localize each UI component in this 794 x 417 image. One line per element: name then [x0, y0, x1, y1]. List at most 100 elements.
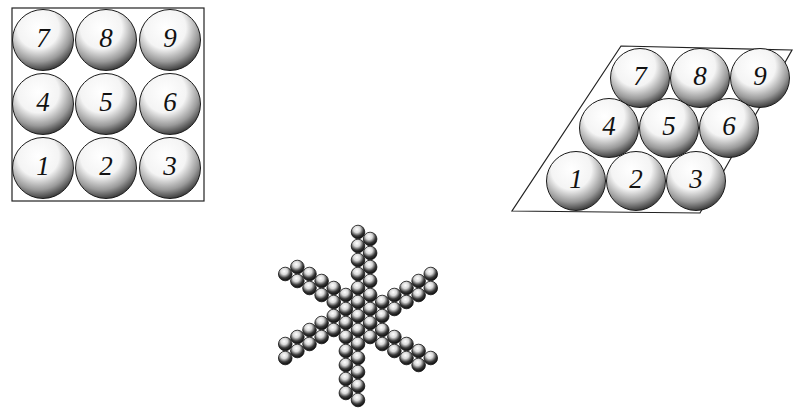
numbered-ball: 5 [639, 98, 699, 158]
small-ball [327, 309, 341, 323]
ball-number: 4 [36, 89, 50, 116]
small-ball [303, 281, 317, 295]
small-ball [351, 393, 365, 407]
small-ball [363, 302, 377, 316]
small-ball [400, 351, 414, 365]
ball-number: 6 [722, 113, 736, 140]
small-ball [315, 288, 329, 302]
small-ball [303, 337, 317, 351]
small-ball [339, 316, 353, 330]
small-ball [351, 281, 365, 295]
numbered-ball: 9 [139, 9, 201, 71]
small-ball [303, 323, 317, 337]
small-ball [291, 260, 305, 274]
small-ball [327, 295, 341, 309]
numbered-ball: 2 [606, 151, 666, 211]
small-ball [375, 295, 389, 309]
numbered-ball: 3 [666, 151, 726, 211]
numbered-ball: 2 [75, 137, 137, 199]
small-ball [351, 253, 365, 267]
small-ball [315, 274, 329, 288]
ball-number: 1 [36, 153, 50, 180]
small-ball [291, 330, 305, 344]
small-ball [363, 274, 377, 288]
small-ball [400, 281, 414, 295]
ball-number: 4 [602, 113, 616, 140]
ball-number: 2 [99, 153, 113, 180]
small-ball [375, 309, 389, 323]
ball-number: 1 [569, 166, 583, 193]
numbered-ball: 7 [12, 9, 74, 71]
small-ball [351, 239, 365, 253]
small-ball [388, 330, 402, 344]
ball-number: 7 [633, 63, 647, 90]
small-ball [424, 351, 438, 365]
small-ball [291, 274, 305, 288]
small-ball [375, 323, 389, 337]
numbered-ball: 1 [12, 137, 74, 199]
ball-number: 5 [99, 89, 113, 116]
ball-number: 2 [629, 166, 643, 193]
numbered-ball: 6 [699, 98, 759, 158]
small-ball [278, 267, 292, 281]
small-ball [339, 330, 353, 344]
small-ball [388, 344, 402, 358]
numbered-ball: 8 [75, 9, 137, 71]
small-ball [278, 337, 292, 351]
small-ball [412, 358, 426, 372]
small-ball [412, 274, 426, 288]
small-ball [412, 344, 426, 358]
small-ball [339, 344, 353, 358]
small-ball [315, 330, 329, 344]
rhombus-frame [512, 46, 792, 213]
small-ball [351, 337, 365, 351]
small-ball [400, 337, 414, 351]
numbered-ball: 4 [579, 98, 639, 158]
square-frame [12, 8, 204, 201]
small-ball [375, 337, 389, 351]
small-ball [339, 372, 353, 386]
small-ball [351, 267, 365, 281]
small-ball [351, 379, 365, 393]
numbered-ball: 6 [139, 73, 201, 135]
small-ball [412, 288, 426, 302]
small-ball [400, 295, 414, 309]
small-ball [363, 288, 377, 302]
ball-number: 3 [163, 153, 177, 180]
numbered-ball: 5 [75, 73, 137, 135]
ball-number: 7 [36, 25, 50, 52]
small-ball [363, 246, 377, 260]
small-ball [351, 365, 365, 379]
small-ball [388, 288, 402, 302]
small-ball [327, 323, 341, 337]
small-ball [291, 344, 305, 358]
ball-number: 9 [163, 25, 177, 52]
small-ball [363, 232, 377, 246]
small-ball [363, 330, 377, 344]
ball-number: 3 [689, 166, 703, 193]
small-ball [339, 302, 353, 316]
small-ball [351, 309, 365, 323]
snowflake-cluster [278, 225, 437, 407]
small-ball [351, 225, 365, 239]
small-ball [315, 316, 329, 330]
ball-number: 5 [662, 113, 676, 140]
ball-number: 8 [693, 63, 707, 90]
small-ball [339, 386, 353, 400]
small-ball [303, 267, 317, 281]
small-ball [424, 281, 438, 295]
small-ball [339, 358, 353, 372]
small-ball [388, 302, 402, 316]
ball-number: 9 [753, 63, 767, 90]
small-ball [424, 267, 438, 281]
small-ball [363, 316, 377, 330]
numbered-ball: 4 [12, 73, 74, 135]
ball-number: 8 [99, 25, 113, 52]
small-ball [351, 295, 365, 309]
small-ball [339, 288, 353, 302]
small-ball [351, 323, 365, 337]
small-ball [278, 351, 292, 365]
numbered-ball: 3 [139, 137, 201, 199]
numbered-ball: 1 [546, 151, 606, 211]
